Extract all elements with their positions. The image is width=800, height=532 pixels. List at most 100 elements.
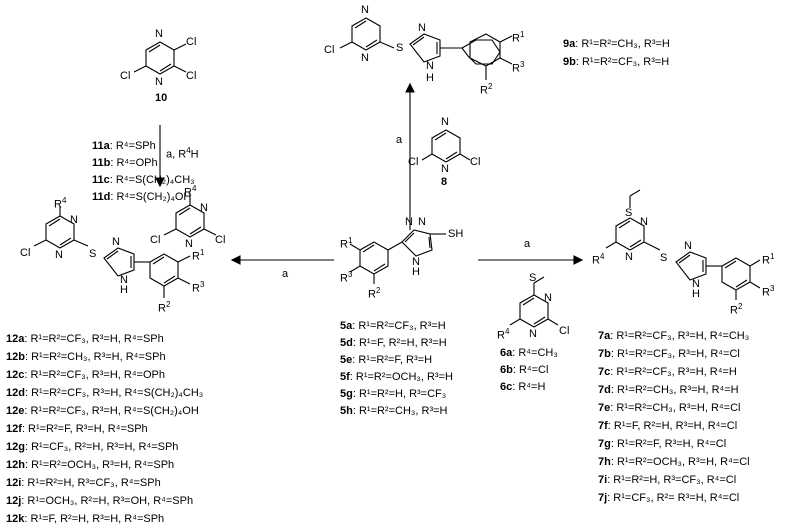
list-item: 12k: R¹=F, R²=H, R³=H, R⁴=SPh	[6, 513, 165, 525]
list-item: 11c: R⁴=S(CH₂)₄CH₃	[92, 174, 195, 186]
atom-cl: Cl	[559, 325, 570, 337]
atom-n: N	[684, 240, 692, 252]
atom-cl: Cl	[470, 156, 481, 168]
list-item: 6a: R⁴=CH₃	[500, 347, 558, 359]
atom-n: N	[185, 238, 193, 250]
atom-nh: N	[412, 256, 420, 268]
list-item: 5d: R¹=F, R²=H, R³=H	[340, 337, 447, 349]
list-item: 7b: R¹=R²=CF₃, R³=H, R⁴=Cl	[598, 348, 740, 360]
atom-h: H	[120, 284, 128, 296]
atom-r2: R2	[368, 286, 381, 301]
atom-n: N	[529, 328, 537, 340]
atom-r3: R3	[192, 280, 205, 295]
list-item: 5h: R¹=R²=CH₃, R³=H	[340, 405, 448, 417]
atom-s: S	[529, 272, 537, 284]
atom-nh: N	[426, 60, 434, 72]
atom-s: S	[89, 248, 97, 260]
atom-r1: R1	[340, 236, 353, 251]
list-item: 12j: R¹=OCH₃, R²=H, R³=OH, R⁴=SPh	[6, 495, 194, 507]
atom-n: N	[200, 202, 208, 214]
reagent-a-up: a	[396, 134, 403, 146]
atom-n: N	[112, 236, 120, 248]
atom-n: N	[625, 251, 633, 263]
structure-8	[421, 129, 471, 163]
atom-n: N	[55, 249, 63, 261]
atom-r2: R2	[158, 300, 171, 315]
list-item: 5g: R¹=R²=H, R³=CF₃	[340, 388, 447, 400]
list-item: 6c: R⁴=H	[500, 381, 546, 393]
atom-n: N	[640, 216, 648, 228]
list-item: 12g: R¹=CF₃, R²=H, R³=H, R⁴=SPh	[6, 441, 179, 453]
list-item: 12b: R¹=R²=CH₃, R³=H, R⁴=SPh	[6, 351, 166, 363]
atom-cl: Cl	[324, 44, 335, 56]
list-item: 7e: R¹=R²=CH₃, R³=H, R⁴=Cl	[598, 402, 741, 414]
atom-r4: R4	[54, 196, 67, 211]
atom-n: N	[441, 163, 449, 175]
list-item: 11d: R⁴=S(CH₂)₄OH	[92, 191, 192, 203]
list-item: 5f: R¹=R²=OCH₃, R³=H	[340, 371, 453, 383]
atom-r4: R4	[592, 252, 605, 267]
atom-r3: R3	[762, 284, 775, 299]
structure-5	[349, 229, 446, 284]
list-item: 7d: R¹=R²=CH₃, R³=H, R⁴=H	[598, 384, 739, 396]
atom-sh: SH	[448, 228, 464, 240]
list-item: 12e: R¹=R²=CF₃, R³=H, R⁴=S(CH₂)₄OH	[6, 405, 199, 417]
structure-9	[339, 17, 513, 80]
list-item: 7c: R¹=R²=CF₃, R³=H, R⁴=H	[598, 366, 737, 378]
structure-10	[133, 41, 187, 75]
atom-r2: R2	[730, 302, 743, 317]
list-item: 11b: R⁴=OPh	[92, 157, 158, 169]
structure-6	[509, 276, 559, 328]
atom-h: H	[426, 72, 434, 84]
atom-cl: Cl	[215, 234, 226, 246]
atom-s: S	[396, 42, 404, 54]
atom-h: H	[412, 266, 420, 278]
atom-nh: N	[692, 278, 700, 290]
atom-cl: Cl	[20, 247, 31, 259]
list-item: 12d: R¹=R²=CF₃, R³=H, R⁴=S(CH₂)₄CH₃	[6, 387, 204, 399]
atom-r4: R4	[184, 184, 197, 199]
atom-n: N	[418, 22, 426, 34]
list-item: 7h: R¹=R²=OCH₃, R³=H, R⁴=Cl	[598, 456, 750, 468]
list-item: 5e: R¹=R²=F, R³=H	[340, 354, 433, 366]
atom-n: N	[155, 28, 163, 40]
atom-n: N	[418, 216, 426, 228]
list-item: 7a: R¹=R²=CF₃, R³=H, R⁴=CH₃	[598, 330, 750, 342]
atom-s: S	[625, 207, 633, 219]
list-item: 7j: R¹=CF₃, R²= R³=H, R⁴=Cl	[598, 492, 740, 504]
atom-s: S	[660, 252, 668, 264]
atom-r4: R4	[497, 327, 510, 342]
list-item: 12c: R¹=R²=CF₃, R³=H, R⁴=OPh	[6, 369, 165, 381]
atom-n: N	[544, 292, 552, 304]
list-item: 12i: R¹=R²=H, R³=CF₃, R⁴=SPh	[6, 477, 161, 489]
list-item: 9b: R¹=R²=CF₃, R³=H	[563, 56, 670, 68]
atom-r2: R2	[480, 82, 493, 97]
label-compound-10: 10	[155, 92, 168, 104]
list-item: 11a: R⁴=SPh	[92, 140, 156, 152]
reagent-a-right: a	[524, 238, 531, 250]
reagent-a-r4h: a, R4H	[166, 146, 199, 161]
atom-r1: R1	[192, 248, 205, 263]
atom-n: N	[361, 52, 369, 64]
atom-cl: Cl	[150, 234, 161, 246]
reagent-a-left: a	[282, 268, 289, 280]
atom-r3: R3	[340, 270, 353, 285]
label-compound-8: 8	[441, 176, 448, 188]
list-item: 9a: R¹=R²=CH₃, R³=H	[563, 38, 670, 50]
atom-cl: Cl	[408, 156, 419, 168]
structure-7	[605, 189, 761, 300]
atom-nh: N	[120, 274, 128, 286]
atom-r1: R1	[512, 30, 525, 45]
list-item: 12a: R¹=R²=CF₃, R³=H, R⁴=SPh	[6, 333, 164, 345]
list-item: 5a: R¹=R²=CF₃, R³=H	[340, 320, 446, 332]
list-item: 7i: R¹=R²=H, R³=CF₃, R⁴=Cl	[598, 474, 737, 486]
list-item: 7g: R¹=R²=F, R³=H, R⁴=Cl	[598, 438, 727, 450]
atom-n: N	[70, 214, 78, 226]
atom-r3: R3	[512, 60, 525, 75]
atom-n: N	[441, 116, 449, 128]
list-item: 7f: R¹=F, R²=H, R³=H, R⁴=Cl	[598, 420, 738, 432]
structure-12	[33, 206, 191, 298]
list-item: 12f: R¹=R²=F, R³=H, R⁴=SPh	[6, 423, 148, 435]
list-item: 6b: R⁴=Cl	[500, 364, 549, 376]
